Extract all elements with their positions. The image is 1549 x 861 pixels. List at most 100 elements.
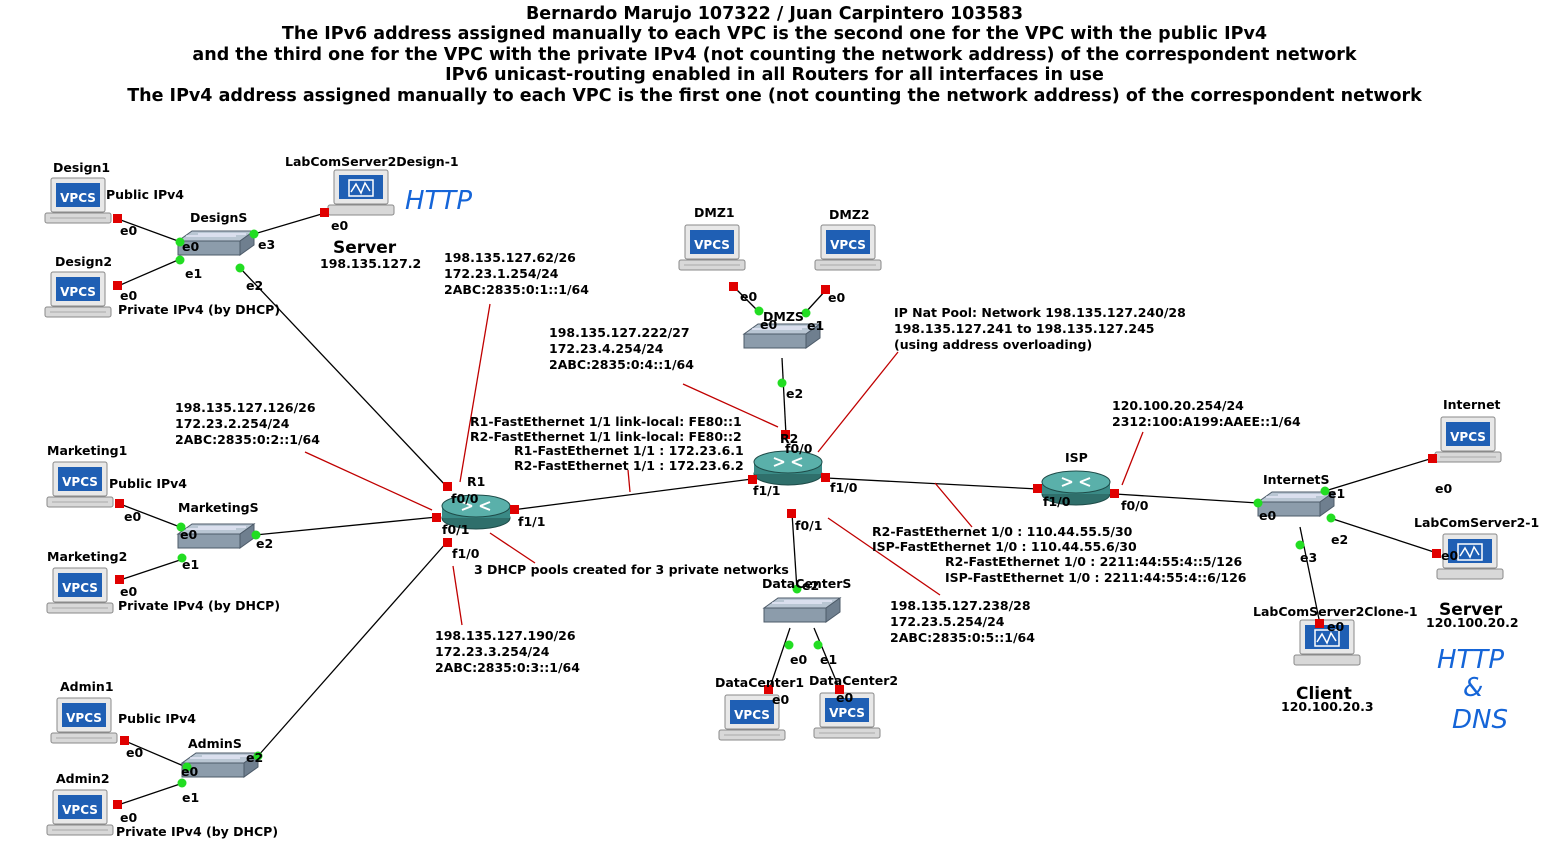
vpc-icon-text: VPCS: [829, 706, 865, 720]
vpc-admin2[interactable]: VPCS: [46, 789, 114, 836]
vpc-datacenter1[interactable]: VPCS: [718, 694, 786, 741]
r2isp-link-line-1: R2-FastEthernet 1/0 : 110.44.55.5/30: [872, 524, 1133, 539]
server-internet-title: Server: [1439, 600, 1503, 620]
admin1-public-label: Public IPv4: [118, 711, 196, 726]
vpc-internet[interactable]: VPCS: [1434, 416, 1502, 463]
port-label: e1: [182, 557, 199, 572]
title-line-4: IPv6 unicast-routing enabled in all Rout…: [445, 65, 1104, 85]
r1r2-link-line-2: R2-FastEthernet 1/1 link-local: FE80::2: [470, 429, 742, 444]
node-admin1: Admin1: [60, 679, 114, 694]
r2isp-link-line-2: ISP-FastEthernet 1/0 : 110.44.55.6/30: [872, 539, 1137, 554]
port-label: e2: [246, 278, 263, 293]
port-label: e0: [182, 239, 199, 254]
http-handwritten-design: HTTP: [405, 186, 472, 216]
node-admin2: Admin2: [56, 771, 110, 786]
port-label: e0: [772, 692, 789, 707]
network-notes: 198.135.127.62/26 172.23.1.254/24 2ABC:2…: [175, 250, 1301, 675]
marketing2-private-label: Private IPv4 (by DHCP): [118, 598, 280, 613]
port-label: f1/0: [1043, 494, 1071, 509]
vpc-icon-text: VPCS: [62, 475, 98, 489]
dhcp-note: 3 DHCP pools created for 3 private netwo…: [474, 562, 789, 577]
node-labserver-internet: LabComServer2-1: [1414, 515, 1539, 530]
title-line-1: Bernardo Marujo 107322 / Juan Carpintero…: [525, 4, 1024, 24]
r2isp-link-line-4: ISP-FastEthernet 1/0 : 2211:44:55:4::6/1…: [945, 570, 1247, 585]
design-net-ipv6: 2ABC:2835:0:1::1/64: [444, 282, 589, 297]
port-label: e0: [1435, 481, 1452, 496]
vpc-icon-text: VPCS: [734, 708, 770, 722]
node-r2: R2: [780, 431, 798, 446]
vpc-design1[interactable]: VPCS: [44, 177, 112, 224]
vpc-admin1[interactable]: VPCS: [50, 697, 118, 744]
vpc-icon-text: VPCS: [830, 238, 866, 252]
node-internets: InternetS: [1263, 472, 1330, 487]
server-design-ip: 198.135.127.2: [320, 256, 421, 271]
title-line-2: The IPv6 address assigned manually to ea…: [281, 24, 1268, 44]
port-label: f0/0: [1121, 498, 1149, 513]
node-labserver-clone: LabComServer2Clone-1: [1253, 604, 1418, 619]
vpc-dmz2[interactable]: VPCS: [814, 224, 882, 271]
vpc-design2[interactable]: VPCS: [44, 271, 112, 318]
marketing-net-ipv4: 198.135.127.126/26: [175, 400, 316, 415]
node-dmz2: DMZ2: [829, 207, 870, 222]
vpc-marketing1[interactable]: VPCS: [46, 461, 114, 508]
port-label: e2: [786, 386, 803, 401]
port-label: f0/1: [442, 522, 469, 537]
design1-public-label: Public IPv4: [106, 187, 184, 202]
client-ip: 120.100.20.3: [1281, 699, 1374, 714]
node-dmzs: DMZS: [763, 309, 804, 324]
port-label: e0: [126, 745, 143, 760]
dmz-net-private: 172.23.4.254/24: [549, 341, 664, 356]
dns-handwritten: DNS: [1452, 705, 1508, 735]
port-label: e0: [120, 223, 137, 238]
port-label: e2: [246, 750, 263, 765]
isp-net-ipv4: 120.100.20.254/24: [1112, 398, 1244, 413]
device-annotations: Public IPv4 Private IPv4 (by DHCP) Publi…: [106, 186, 1519, 839]
marketing-net-private: 172.23.2.254/24: [175, 416, 290, 431]
nat-pool-line-1: IP Nat Pool: Network 198.135.127.240/28: [894, 305, 1186, 320]
port-label: f1/1: [518, 514, 545, 529]
port-label: e2: [256, 536, 273, 551]
port-markers-green: [175, 229, 1336, 788]
node-dmz1: DMZ1: [694, 205, 735, 220]
node-marketings: MarketingS: [178, 500, 259, 515]
port-label: f0/0: [785, 441, 813, 456]
vpc-datacenter2[interactable]: VPCS: [813, 692, 881, 739]
title-line-5: The IPv4 address assigned manually to ea…: [127, 86, 1422, 106]
port-label: e0: [1259, 508, 1276, 523]
dmz-net-ipv6: 2ABC:2835:0:4::1/64: [549, 357, 694, 372]
port-label: e0: [836, 690, 853, 705]
vpc-marketing2[interactable]: VPCS: [46, 567, 114, 614]
port-label: e1: [807, 318, 824, 333]
node-admins: AdminS: [188, 736, 242, 751]
vpc-icon-text: VPCS: [694, 238, 730, 252]
admin2-private-label: Private IPv4 (by DHCP): [116, 824, 278, 839]
node-names: Design1 Design2 DesignS LabComServer2Des…: [47, 154, 1539, 786]
server-icon-labcom-design[interactable]: [327, 169, 395, 216]
design-net-ipv4: 198.135.127.62/26: [444, 250, 576, 265]
ampersand-handwritten: &: [1463, 673, 1483, 703]
vpc-icon-text: VPCS: [1450, 430, 1486, 444]
vpc-icon-text: VPCS: [62, 803, 98, 817]
nat-pool-line-3: (using address overloading): [894, 337, 1092, 352]
router-r2[interactable]: [753, 450, 823, 486]
links: [117, 212, 1438, 806]
port-label: e1: [820, 652, 837, 667]
port-label: e2: [802, 578, 819, 593]
port-label: e0: [181, 764, 198, 779]
port-label: e0: [760, 317, 777, 332]
port-label: e1: [182, 790, 199, 805]
vpc-icon-text: VPCS: [60, 285, 96, 299]
node-datacenter1: DataCenter1: [715, 675, 804, 690]
port-label: e0: [828, 290, 845, 305]
admin-net-ipv4: 198.135.127.190/26: [435, 628, 576, 643]
switch-datacenters[interactable]: [763, 597, 841, 623]
node-design2: Design2: [55, 254, 112, 269]
node-isp: ISP: [1065, 450, 1088, 465]
design-net-private: 172.23.1.254/24: [444, 266, 559, 281]
port-labels: e0 e0 e0 e1 e2 e3 e0 e0 e0 e0 e1 e2 e0 e…: [120, 218, 1458, 825]
port-label: e2: [1331, 532, 1348, 547]
isp-net-ipv6: 2312:100:A199:AAEE::1/64: [1112, 414, 1301, 429]
title-line-3: and the third one for the VPC with the p…: [192, 45, 1357, 65]
node-designs: DesignS: [190, 210, 247, 225]
vpc-dmz1[interactable]: VPCS: [678, 224, 746, 271]
